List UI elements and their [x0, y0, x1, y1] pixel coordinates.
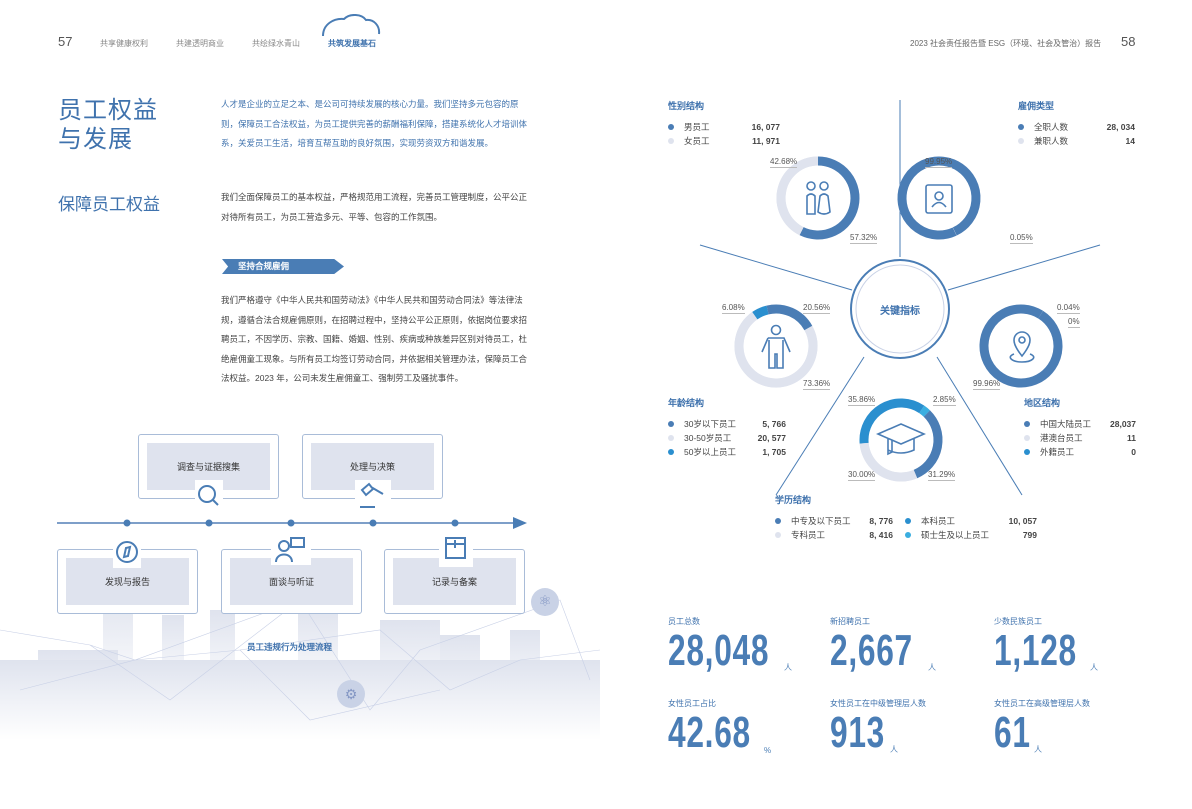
pct-female: 42.68% [770, 157, 798, 168]
donut-segment [799, 156, 860, 240]
graduation-cap-icon [876, 423, 926, 456]
intro-text: 人才是企业的立足之本、是公司可持续发展的核心力量。我们坚持多元包容的原则，保障员… [221, 99, 528, 148]
donut-segment [734, 312, 818, 388]
pct-age-30-50: 73.36% [803, 379, 831, 390]
donut-segment [897, 156, 981, 240]
location-pin-icon [1009, 331, 1035, 363]
donut-segment [752, 305, 769, 320]
paragraph-rights: 我们全面保障员工的基本权益，严格规范用工流程，完善员工管理制度，公平公正对待所有… [221, 192, 528, 222]
pct-edu-master: 2.85% [933, 395, 956, 406]
pct-region-foreign: 0% [1068, 317, 1080, 328]
cloud-icon [322, 14, 381, 37]
atom-icon: ⚛ [531, 588, 559, 616]
donut-segment [859, 442, 918, 482]
pct-edu-secondary: 31.29% [928, 470, 956, 481]
tag-compliant-hiring: 坚持合规雇佣 [222, 259, 344, 274]
flow-step-record: 记录与备案 [384, 549, 525, 614]
donut-segment [913, 410, 943, 479]
pct-edu-bachelor: 35.86% [848, 395, 876, 406]
donut-segment [919, 405, 931, 417]
donut-segment [859, 398, 925, 444]
donut-segment [979, 304, 1063, 388]
report-title: 2023 社会责任报告暨 ESG（环境、社会及管治）报告 [910, 39, 1102, 48]
page-number-right: 58 [1121, 34, 1136, 49]
section-title: 员工权益与发展 [58, 97, 158, 153]
flow-step-interview: 面谈与听证 [221, 549, 362, 614]
gender-icon [806, 181, 831, 215]
nav-tab-business[interactable]: 共建透明商业 [176, 39, 224, 48]
pct-male: 57.32% [850, 233, 878, 244]
donut-segment [776, 156, 819, 236]
flow-step-discovery: 发现与报告 [57, 549, 198, 614]
flow-timeline [57, 480, 527, 568]
flow-caption: 员工违规行为处理流程 [247, 642, 333, 652]
nav-tab-health[interactable]: 共享健康权利 [100, 39, 148, 48]
key-indicator-spokes [699, 100, 1101, 496]
city-network-decoration [0, 590, 600, 740]
pct-region-mainland: 99.96% [973, 379, 1001, 390]
key-indicators-label: 关键指标 [880, 306, 920, 317]
pct-age-over50: 6.08% [722, 303, 745, 314]
person-icon [761, 324, 791, 369]
nav-tab-development[interactable]: 共筑发展基石 [328, 39, 376, 48]
pct-age-under30: 20.56% [803, 303, 831, 314]
donut-segment [766, 304, 813, 331]
pct-region-hkmt: 0.04% [1057, 303, 1080, 314]
gear-icon: ⚙ [337, 680, 365, 708]
flow-step-investigation: 调查与证据搜集 [138, 434, 279, 499]
id-badge-icon [925, 184, 953, 214]
page-number-left: 57 [58, 34, 73, 49]
pct-edu-college: 30.00% [848, 470, 876, 481]
pct-parttime: 0.05% [1010, 233, 1033, 244]
pct-fulltime: 99.95% [925, 157, 953, 168]
subsection-title: 保障员工权益 [58, 195, 160, 214]
paragraph-hiring: 我们严格遵守《中华人民共和国劳动法》《中华人民共和国劳动合同法》等法律法规，遵循… [221, 295, 528, 383]
nav-tab-environment[interactable]: 共绘绿水青山 [252, 39, 300, 48]
